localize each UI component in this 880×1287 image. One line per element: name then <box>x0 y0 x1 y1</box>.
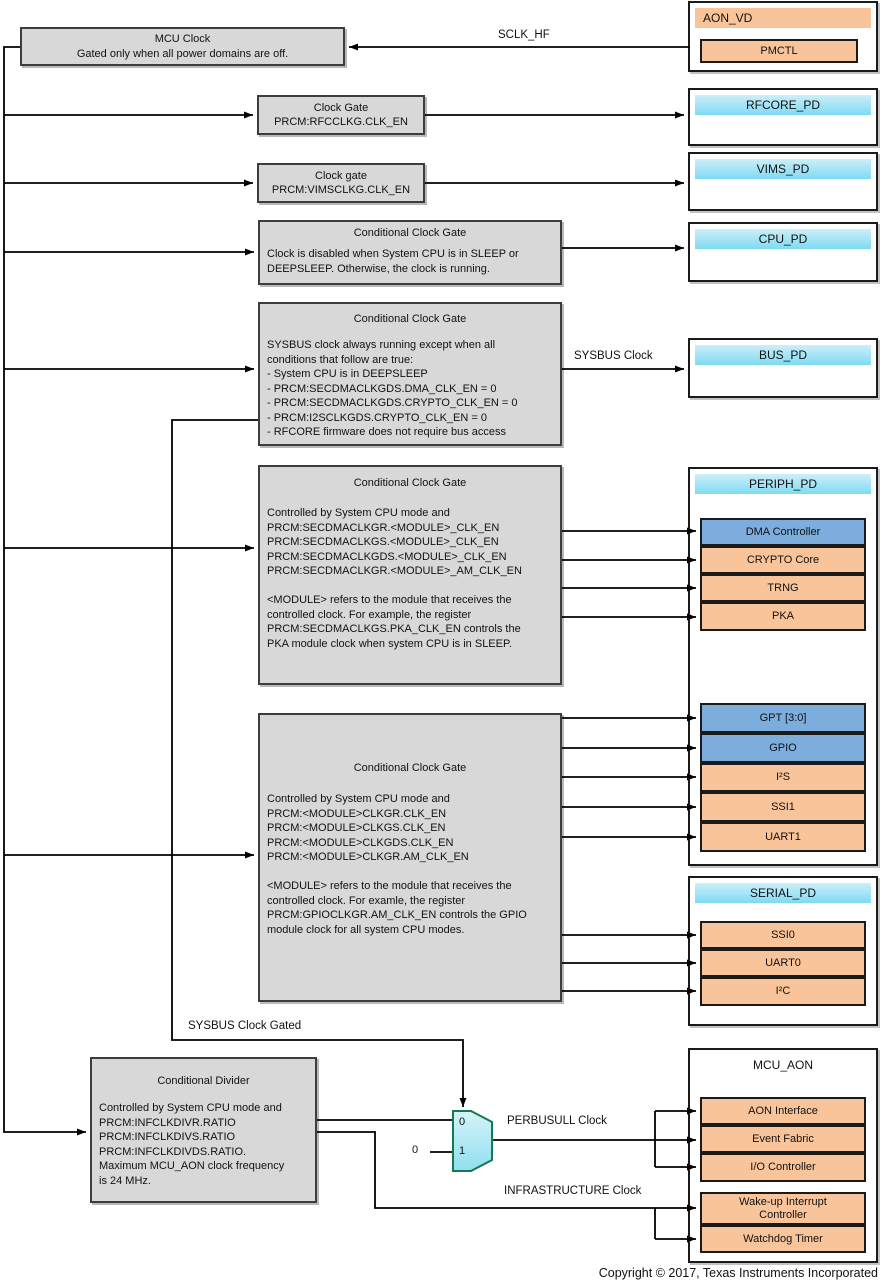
module-clock-gate-block: Conditional Clock Gate Controlled by Sys… <box>258 713 562 1002</box>
module-trng: TRNG <box>700 574 866 602</box>
const-zero-label: 0 <box>411 1144 419 1156</box>
module-event-fabric: Event Fabric <box>700 1125 866 1153</box>
module-wakeup-interrupt-controller: Wake-up Interrupt Controller <box>700 1192 866 1225</box>
module-uart0: UART0 <box>700 949 866 977</box>
module-aon-interface: AON Interface <box>700 1097 866 1125</box>
module-crypto-core: CRYPTO Core <box>700 546 866 574</box>
module-pmctl: PMCTL <box>700 39 858 63</box>
vims-pd-header: VIMS_PD <box>695 159 871 179</box>
label-perbusull-clock: PERBUSULL Clock <box>507 1115 607 1127</box>
serial-pd-header: SERIAL_PD <box>695 883 871 903</box>
module-clock-gate-title: Conditional Clock Gate <box>353 762 467 774</box>
secdma-clock-gate-body: Controlled by System CPU mode and PRCM:S… <box>267 507 522 650</box>
rfc-clock-gate-register: PRCM:RFCCLKG.CLK_EN <box>274 116 408 128</box>
mcu-clock-block: MCU Clock Gated only when all power doma… <box>20 27 345 66</box>
periph-pd-header: PERIPH_PD <box>695 474 871 494</box>
module-pka: PKA <box>700 602 866 631</box>
module-clock-gate-body: Controlled by System CPU mode and PRCM:<… <box>267 793 527 936</box>
sysbus-clock-gate-body: SYSBUS clock always running except when … <box>267 339 518 438</box>
conditional-divider-body: Controlled by System CPU mode and PRCM:I… <box>99 1102 285 1187</box>
mux-input-1-label: 1 <box>458 1145 466 1157</box>
vims-pd-box: VIMS_PD <box>688 152 878 211</box>
mux-input-0-label: 0 <box>458 1116 466 1128</box>
label-sysbus-clock: SYSBUS Clock <box>574 350 653 362</box>
label-infrastructure-clock: INFRASTRUCTURE Clock <box>504 1185 642 1197</box>
sysbus-clock-gate-title: Conditional Clock Gate <box>353 313 467 325</box>
module-gpt: GPT [3:0] <box>700 703 866 733</box>
bus-pd-header: BUS_PD <box>695 345 871 365</box>
wire-trunk <box>3 46 86 1136</box>
label-sclk-hf: SCLK_HF <box>498 29 550 41</box>
mcu-aon-header: MCU_AON <box>752 1058 813 1072</box>
cpu-clock-gate-title: Conditional Clock Gate <box>353 227 467 239</box>
copyright-notice: Copyright © 2017, Texas Instruments Inco… <box>598 1266 878 1280</box>
secdma-clock-gate-title: Conditional Clock Gate <box>353 477 467 489</box>
bus-pd-box: BUS_PD <box>688 338 878 398</box>
module-i2c: I²C <box>700 977 866 1006</box>
vims-clock-gate-block: Clock gate PRCM:VIMSCLKG.CLK_EN <box>257 163 425 203</box>
module-io-controller: I/O Controller <box>700 1153 866 1182</box>
module-watchdog-timer: Watchdog Timer <box>700 1225 866 1253</box>
conditional-divider-block: Conditional Divider Controlled by System… <box>90 1057 317 1203</box>
rfc-clock-gate-block: Clock Gate PRCM:RFCCLKG.CLK_EN <box>257 95 425 135</box>
module-dma-controller: DMA Controller <box>700 518 866 546</box>
rfcore-pd-box: RFCORE_PD <box>688 88 878 146</box>
rfcore-pd-header: RFCORE_PD <box>695 95 871 115</box>
cpu-clock-gate-body: Clock is disabled when System CPU is in … <box>267 248 519 275</box>
vims-clock-gate-title: Clock gate <box>315 169 367 182</box>
module-uart1: UART1 <box>700 822 866 852</box>
mcu-clock-text: MCU Clock Gated only when all power doma… <box>76 33 289 60</box>
module-ssi0: SSI0 <box>700 921 866 949</box>
cpu-pd-header: CPU_PD <box>695 229 871 249</box>
cpu-clock-gate-block: Conditional Clock Gate Clock is disabled… <box>258 220 562 285</box>
rfc-clock-gate-title: Clock Gate <box>313 101 369 114</box>
cpu-pd-box: CPU_PD <box>688 222 878 282</box>
label-sysbus-clock-gated: SYSBUS Clock Gated <box>188 1020 302 1032</box>
secdma-clock-gate-block: Conditional Clock Gate Controlled by Sys… <box>258 465 562 685</box>
module-i2s: I²S <box>700 763 866 792</box>
aon-vd-header: AON_VD <box>695 8 871 28</box>
sysbus-clock-gate-block: Conditional Clock Gate SYSBUS clock alwa… <box>258 302 562 446</box>
vims-clock-gate-register: PRCM:VIMSCLKG.CLK_EN <box>271 184 411 196</box>
conditional-divider-title: Conditional Divider <box>157 1075 250 1087</box>
module-ssi1: SSI1 <box>700 792 866 822</box>
module-gpio: GPIO <box>700 733 866 763</box>
